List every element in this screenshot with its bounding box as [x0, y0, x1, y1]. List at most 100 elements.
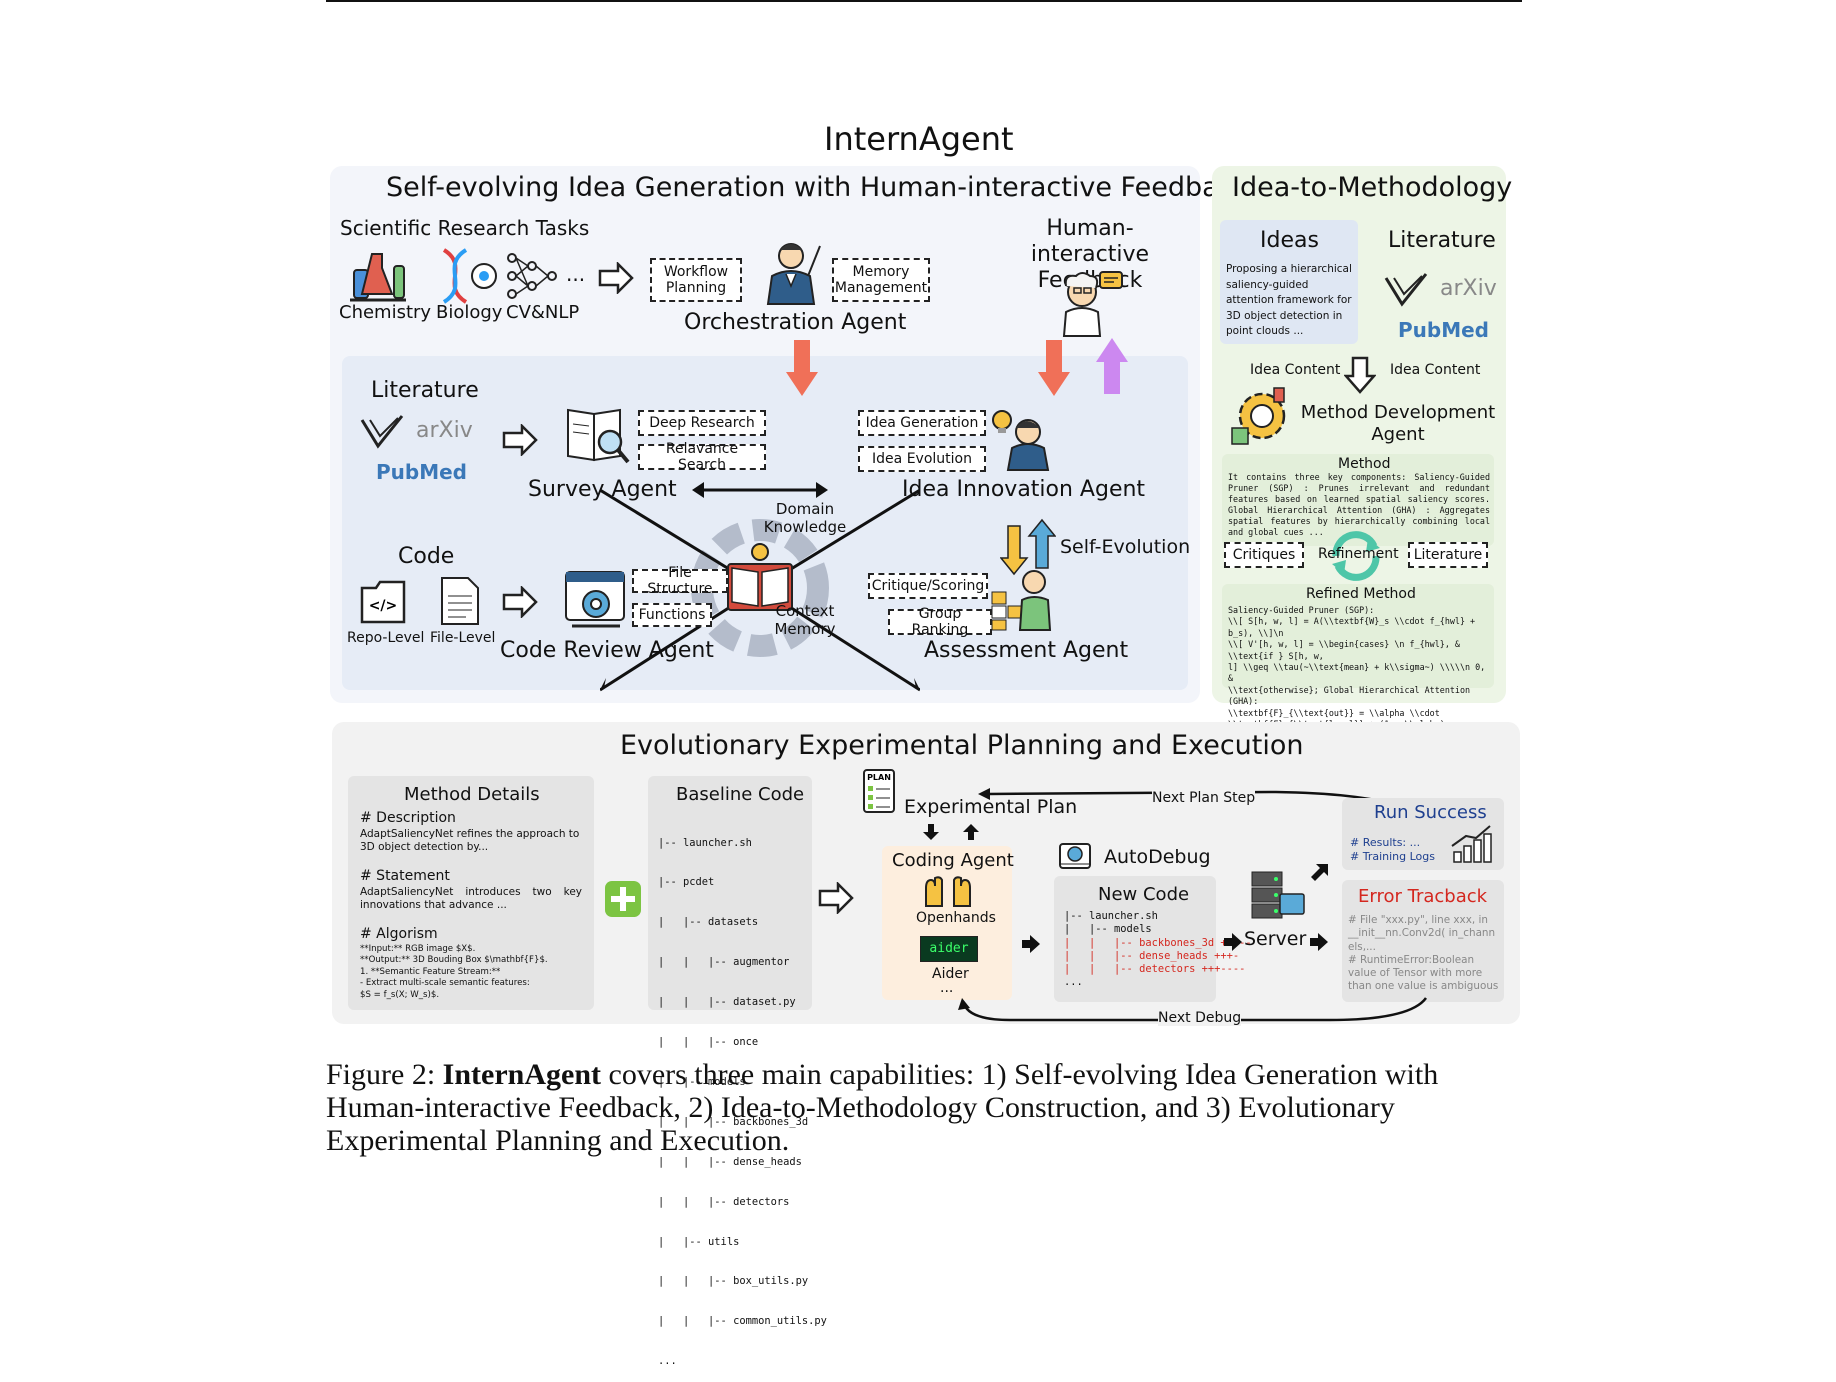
new-code-line: |-- launcher.sh: [1064, 910, 1158, 922]
context-hub: [600, 482, 920, 692]
code-line: ...: [658, 1355, 677, 1368]
method-dev-gear-icon: [1231, 387, 1286, 445]
algorism-line: 1. **Semantic Feature Stream:**: [360, 966, 501, 977]
method-details-card: [348, 776, 594, 1010]
new-code-line: ...: [1064, 976, 1083, 989]
dna-icon: [442, 248, 497, 304]
pubmed-logo: PubMed: [376, 460, 467, 484]
refined-line: l] \\geq \\tau(~\\text{mean} + k\\sigma~…: [1228, 662, 1486, 684]
refinement-cycle-icon: [1332, 531, 1380, 581]
tasks-arrow-icon: [598, 262, 634, 294]
idea-evolution-tag: Idea Evolution: [858, 446, 986, 472]
code-line: | | |-- box_utils.py: [658, 1275, 809, 1288]
baseline-arrow-icon: [818, 882, 854, 914]
book-search-icon: [567, 408, 630, 464]
literature-title: Literature: [371, 378, 479, 403]
code-line: | | |-- once: [658, 1036, 759, 1049]
task-biology: Biology: [436, 302, 503, 323]
experimental-plan-label: Experimental Plan: [904, 796, 1078, 818]
error-line: # RuntimeError:Boolean: [1348, 953, 1475, 966]
assessor-icon: [991, 570, 1052, 631]
new-code-line: | |-- models: [1064, 923, 1152, 936]
neural-net-icon: [507, 253, 557, 299]
orchestration-down-arrow-icon: [786, 340, 818, 396]
idea-generation-title: Self-evolving Idea Generation with Human…: [386, 172, 1250, 203]
functions-tag: Functions: [632, 603, 712, 627]
code-line: | | |-- common_utils.py: [658, 1315, 827, 1328]
chemistry-icon: [350, 253, 406, 302]
description-text: AdaptSaliencyNet refines the approach to…: [360, 828, 580, 853]
growth-chart-icon: [1451, 825, 1492, 863]
baseline-code-card: [648, 776, 812, 1010]
innovator-icon: [992, 410, 1050, 471]
idea-content-down-arrow-icon: [1344, 356, 1376, 394]
code-line: | | |-- augmentor: [658, 956, 790, 969]
file-code-icon: [441, 577, 479, 625]
ideas-text: Proposing a hierarchical saliency-guided…: [1226, 263, 1352, 337]
code-review-agent-label: Code Review Agent: [500, 638, 714, 663]
figure-caption: Figure 2: InternAgent covers three main …: [326, 1058, 1526, 1157]
memory-management-tag: Memory Management: [832, 258, 930, 302]
caption-text: covers three main capabilities: 1) Self-…: [326, 1058, 1439, 1157]
server-to-error-arrow-icon: [1310, 933, 1328, 951]
refined-line: Saliency-Guided Pruner (SGP):: [1228, 605, 1375, 615]
statement-heading: # Statement: [360, 868, 450, 884]
code-line: |-- pcdet: [658, 876, 715, 889]
code-title: Code: [398, 544, 455, 569]
plan-icon-label: PLAN: [867, 773, 891, 782]
error-traceback-label: Error Tracback: [1358, 886, 1488, 907]
baseline-code-title: Baseline Code: [676, 784, 805, 805]
execution-title: Evolutionary Experimental Planning and E…: [620, 730, 1304, 761]
refinement-label: Refinement: [1318, 546, 1399, 562]
method-title: Method: [1338, 456, 1391, 472]
literature-arrow-icon: [502, 424, 538, 456]
training-logs-label: # Training Logs: [1350, 850, 1435, 863]
code-line: | |-- utils: [658, 1235, 740, 1248]
domain-knowledge-label: Domain Knowledge: [763, 500, 847, 536]
autodebug-icon: [1059, 843, 1091, 869]
conductor-icon: [766, 243, 821, 305]
code-line: |-- launcher.sh: [658, 836, 752, 849]
top-rule: [326, 0, 1522, 2]
refined-method-title: Refined Method: [1306, 586, 1416, 602]
error-lines: # File "xxx.py", line xxx, in __init__nn…: [1348, 914, 1502, 994]
figure-title: InternAgent: [824, 120, 1014, 158]
coding-agent-label: Coding Agent: [892, 850, 1014, 871]
new-code-lines: |-- launcher.sh| |-- models| | |-- backb…: [1064, 910, 1252, 990]
task-icons: [350, 248, 557, 304]
tasks-ellipsis: ...: [566, 262, 586, 286]
caption-bold: InternAgent: [442, 1058, 601, 1091]
deep-research-tag: Deep Research: [638, 410, 766, 436]
aider-logo: aider: [920, 936, 978, 962]
ideas-card: [1220, 220, 1358, 344]
methodology-arxiv-logo: arXiv: [1440, 276, 1497, 301]
workflow-planning-tag: Workflow Planning: [650, 258, 742, 302]
idea-generation-tag: Idea Generation: [858, 410, 986, 436]
method-card: [1222, 454, 1494, 546]
feedback-down-arrow-icon: [1038, 340, 1070, 396]
code-line: | | |-- dense_heads: [658, 1155, 802, 1168]
method-dev-agent-label: Method Development Agent: [1300, 402, 1496, 445]
svg-text:</>: </>: [369, 598, 398, 614]
new-code-title: New Code: [1098, 884, 1190, 905]
next-debug-arrow: [958, 997, 1428, 1022]
openhands-icon: [925, 876, 971, 907]
idea-innovation-agent-label: Idea Innovation Agent: [902, 477, 1146, 502]
human-feedback-label: Human-interactive Feedback: [1030, 216, 1150, 293]
coding-to-debug-arrow-icon: [1022, 935, 1040, 953]
openhands-label: Openhands: [916, 910, 996, 926]
error-line: # File "xxx.py", line xxx, in: [1348, 914, 1488, 926]
critique-scoring-tag: Critique/Scoring: [868, 573, 988, 599]
error-line: than one value is ambiguous: [1348, 980, 1499, 993]
code-review-icon: [565, 571, 625, 628]
server-icon: [1251, 871, 1305, 919]
description-heading: # Description: [360, 810, 456, 826]
algorism-line: **Output:** 3D Bouding Box $\mathbf{F}$.: [360, 955, 548, 966]
new-code-line: | | |-- dense_heads +++-: [1064, 949, 1240, 962]
folder-code-icon: </>: [360, 580, 406, 624]
code-line: | |-- datasets: [658, 916, 759, 929]
refined-line: \\textbf{F}_{\\text{out}} = \\alpha \\cd…: [1228, 707, 1440, 718]
algorism-heading: # Algorism: [360, 926, 438, 942]
algorism-line: **Input:** RGB image $X$.: [360, 944, 476, 954]
algorism-line: $S = f_s(X; W_s)$.: [360, 989, 440, 1000]
